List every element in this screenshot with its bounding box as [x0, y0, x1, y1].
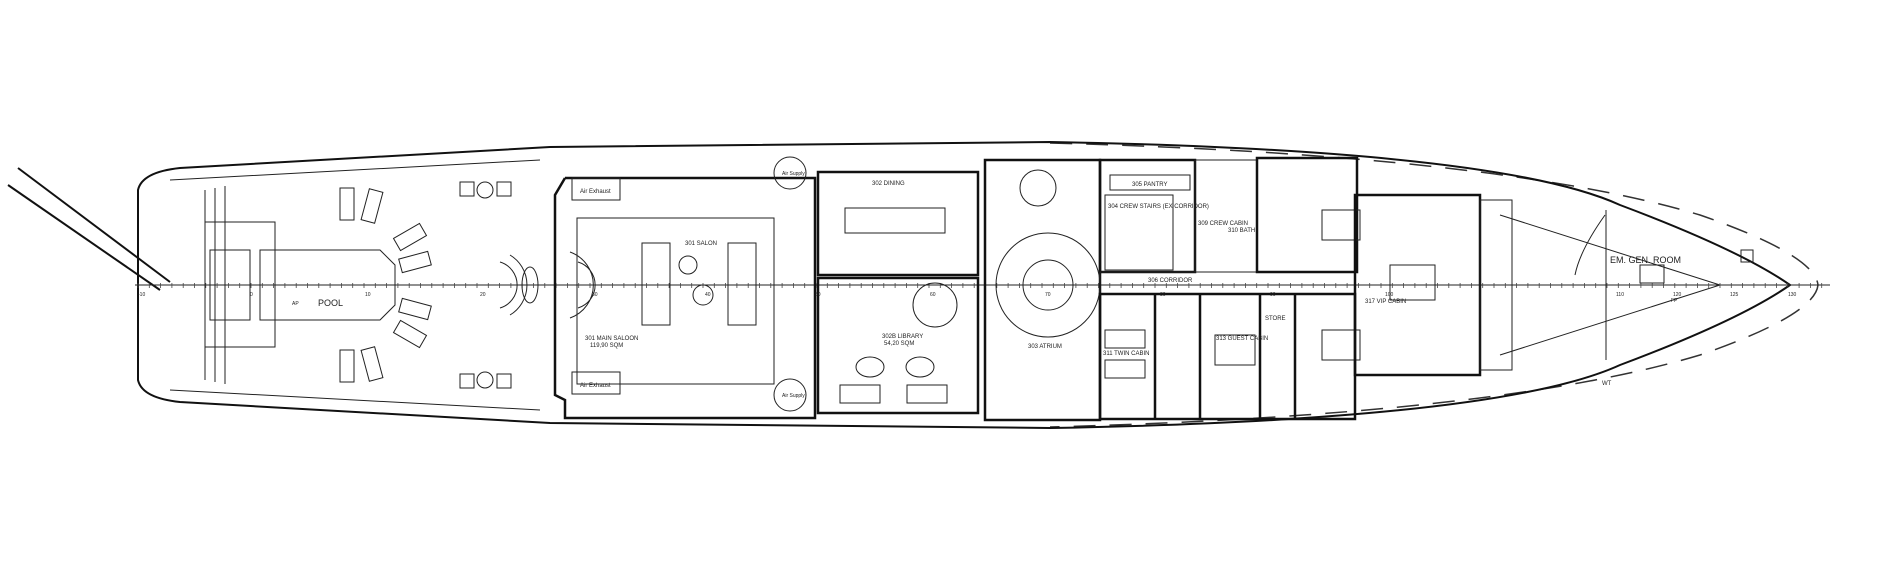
- frame-label: 20: [480, 292, 486, 298]
- frame-label: 30: [592, 292, 598, 298]
- frame-label: 70: [1045, 292, 1051, 298]
- frame-ticks: [137, 283, 1823, 288]
- frame-label: 90: [1270, 292, 1276, 298]
- svg-text:Air Supply: Air Supply: [782, 393, 805, 399]
- pool-label: POOL: [318, 298, 343, 308]
- frame-label: 0: [250, 292, 253, 298]
- gangway-arm: [7, 167, 171, 291]
- pool-area: POOL AP: [204, 181, 539, 389]
- frame-label: 10: [365, 292, 371, 298]
- bow-area: EM. GEN. ROOM WT FP: [1479, 199, 1754, 387]
- hull-outline: [137, 140, 1792, 430]
- svg-text:301 MAIN SALOON: 301 MAIN SALOON: [585, 336, 638, 342]
- frame-label: 80: [1160, 292, 1166, 298]
- frame-label: 130: [1788, 292, 1797, 298]
- frame-label: 110: [1616, 292, 1624, 298]
- svg-text:EM. GEN. ROOM: EM. GEN. ROOM: [1610, 255, 1681, 265]
- main-saloon: Air Exhaust Air Exhaust Air Supply Air S…: [553, 156, 817, 420]
- svg-text:119,90 SQM: 119,90 SQM: [590, 343, 623, 349]
- svg-text:303 ATRIUM: 303 ATRIUM: [1028, 344, 1062, 350]
- atrium: 303 ATRIUM: [983, 158, 1102, 422]
- svg-text:317 VIP CABIN: 317 VIP CABIN: [1365, 299, 1406, 305]
- svg-text:311 TWIN CABIN: 311 TWIN CABIN: [1103, 351, 1149, 357]
- svg-text:WT: WT: [1602, 381, 1612, 387]
- svg-text:304 CREW STAIRS (EX CORRIDOR): 304 CREW STAIRS (EX CORRIDOR): [1108, 204, 1209, 210]
- library: 302B LIBRARY 54,20 SQM: [816, 276, 980, 415]
- frame-label: 100: [1385, 292, 1394, 298]
- svg-text:310 BATH: 310 BATH: [1228, 228, 1255, 234]
- frame-label: 60: [930, 292, 936, 298]
- svg-text:306 CORRIDOR: 306 CORRIDOR: [1148, 278, 1193, 284]
- svg-text:AP: AP: [292, 301, 299, 307]
- svg-text:Air Supply: Air Supply: [782, 171, 805, 177]
- frame-label: 120: [1673, 292, 1682, 298]
- svg-text:54,20 SQM: 54,20 SQM: [884, 341, 914, 347]
- crew-area: 305 PANTRY 304 CREW STAIRS (EX CORRIDOR)…: [1098, 158, 1258, 274]
- frame-label: 50: [815, 292, 821, 298]
- frame-label: -10: [138, 292, 145, 298]
- svg-text:STORE: STORE: [1265, 316, 1286, 322]
- svg-text:302B LIBRARY: 302B LIBRARY: [882, 334, 923, 340]
- dining-room: 302 DINING: [816, 170, 980, 277]
- svg-text:301 SALON: 301 SALON: [685, 241, 717, 247]
- svg-text:305 PANTRY: 305 PANTRY: [1132, 182, 1167, 188]
- svg-text:Air Exhaust: Air Exhaust: [580, 383, 611, 389]
- svg-text:FP: FP: [1671, 298, 1678, 304]
- cabins: 311 TWIN CABIN 313 GUEST CABIN STORE 317…: [1098, 156, 1482, 421]
- svg-text:302 DINING: 302 DINING: [872, 181, 905, 187]
- frame-labels: -10 0 10 20 30 40 50 60 70 80 90 100 110 120 125 130: [138, 292, 1797, 298]
- corridor: 306 CORRIDOR: [1099, 271, 1356, 295]
- svg-text:309 CREW CABIN: 309 CREW CABIN: [1198, 221, 1248, 227]
- frame-label: 125: [1730, 292, 1739, 298]
- frame-label: 40: [705, 292, 711, 298]
- svg-text:313 GUEST CABIN: 313 GUEST CABIN: [1216, 336, 1268, 342]
- svg-text:Air Exhaust: Air Exhaust: [580, 189, 611, 195]
